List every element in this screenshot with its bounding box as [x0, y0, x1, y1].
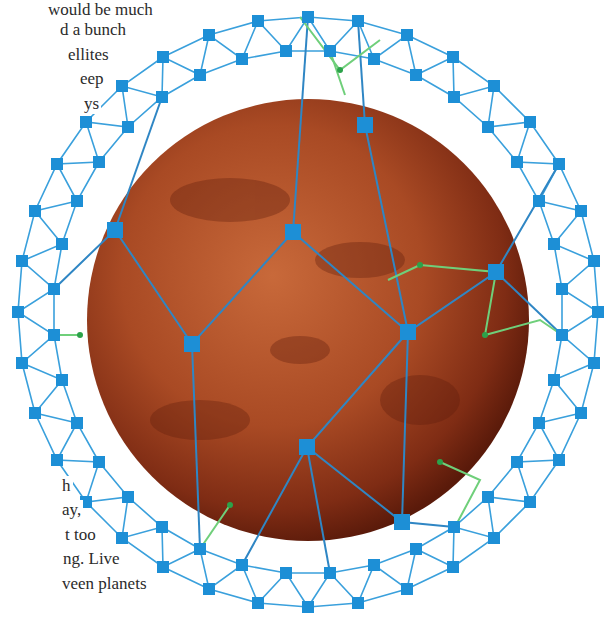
green-markers	[77, 67, 488, 508]
green-routes	[54, 17, 562, 549]
text-fragment: h	[60, 476, 73, 496]
network-links	[18, 17, 598, 607]
text-fragment: ng. Live	[61, 549, 122, 569]
text-fragment: would be much	[46, 0, 155, 20]
surface-links	[54, 17, 562, 573]
text-fragment: ay,	[60, 500, 83, 520]
text-fragment: ellites	[66, 45, 111, 65]
text-fragment: veen planets	[60, 574, 149, 594]
satellite-squares	[12, 11, 604, 613]
mars-planet	[87, 99, 529, 541]
text-fragment: t too	[63, 525, 98, 545]
mars-surface-marks	[150, 178, 460, 440]
text-fragment: d a bunch	[58, 20, 128, 40]
text-fragment: eep	[78, 69, 106, 89]
text-fragment: ys	[82, 94, 101, 114]
